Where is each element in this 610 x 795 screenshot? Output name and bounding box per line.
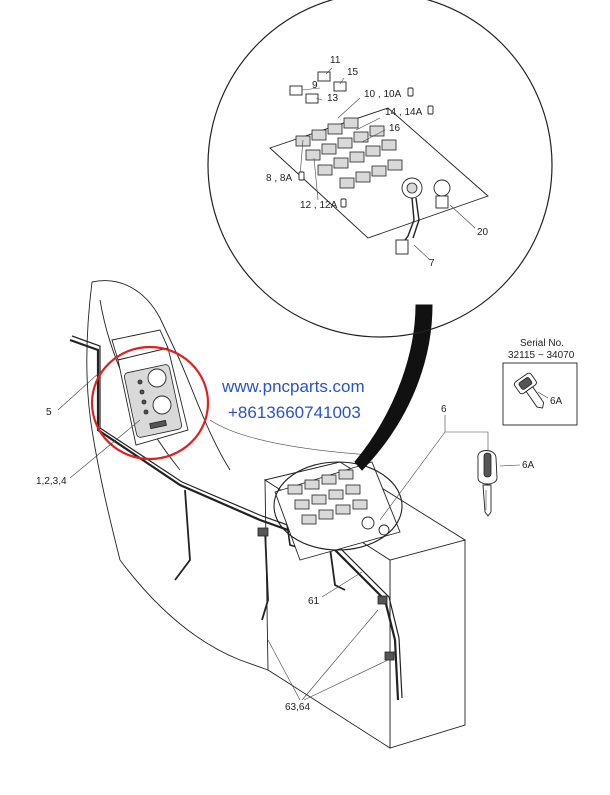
- detail-circle: [207, 0, 553, 338]
- callout-6a-key: 6A: [522, 460, 535, 471]
- callout-1-2-3-4: 1,2,3,4: [36, 476, 67, 487]
- inset-key-icon: [513, 372, 545, 409]
- callout-20: 20: [477, 227, 489, 238]
- watermark-phone: +8613660741003: [228, 403, 361, 422]
- callout-7: 7: [429, 258, 435, 269]
- callout-9: 9: [312, 80, 318, 91]
- switch-panel-small: [274, 461, 401, 561]
- serial-range: 32115 ~ 34070: [508, 350, 575, 361]
- callout-12: 12 , 12A: [300, 200, 338, 211]
- callout-6: 6: [441, 404, 447, 415]
- callout-16: 16: [389, 123, 401, 134]
- callout-8-symbol: [298, 171, 305, 181]
- watermark-url: www.pncparts.com: [221, 377, 365, 396]
- callout-10: 10 , 10A: [364, 89, 402, 100]
- callout-14: 14 , 14A: [385, 107, 423, 118]
- small-panel-circle: [273, 461, 403, 551]
- callout-10-symbol: [407, 87, 414, 97]
- main-leaders: [57, 371, 521, 701]
- serial-title: Serial No.: [520, 338, 564, 349]
- callout-63-64: 63,64: [285, 702, 310, 713]
- callout-13: 13: [327, 93, 339, 104]
- callout-5: 5: [46, 407, 52, 418]
- switch-caps: [289, 71, 347, 104]
- serial-inset: [502, 362, 578, 426]
- callout-15: 15: [347, 67, 359, 78]
- switch-plate: [269, 107, 489, 255]
- callout-6a-inset: 6A: [550, 396, 563, 407]
- callout-61: 61: [308, 596, 320, 607]
- key-icon: [477, 450, 498, 517]
- callout-8: 8 , 8A: [266, 173, 292, 184]
- callout-12-symbol: [340, 198, 347, 208]
- highlight-circle: [90, 345, 210, 461]
- detail-leaders: [299, 67, 476, 261]
- callout-11: 11: [330, 55, 341, 66]
- callout-14-symbol: [427, 105, 434, 115]
- detail-connector: [354, 304, 433, 471]
